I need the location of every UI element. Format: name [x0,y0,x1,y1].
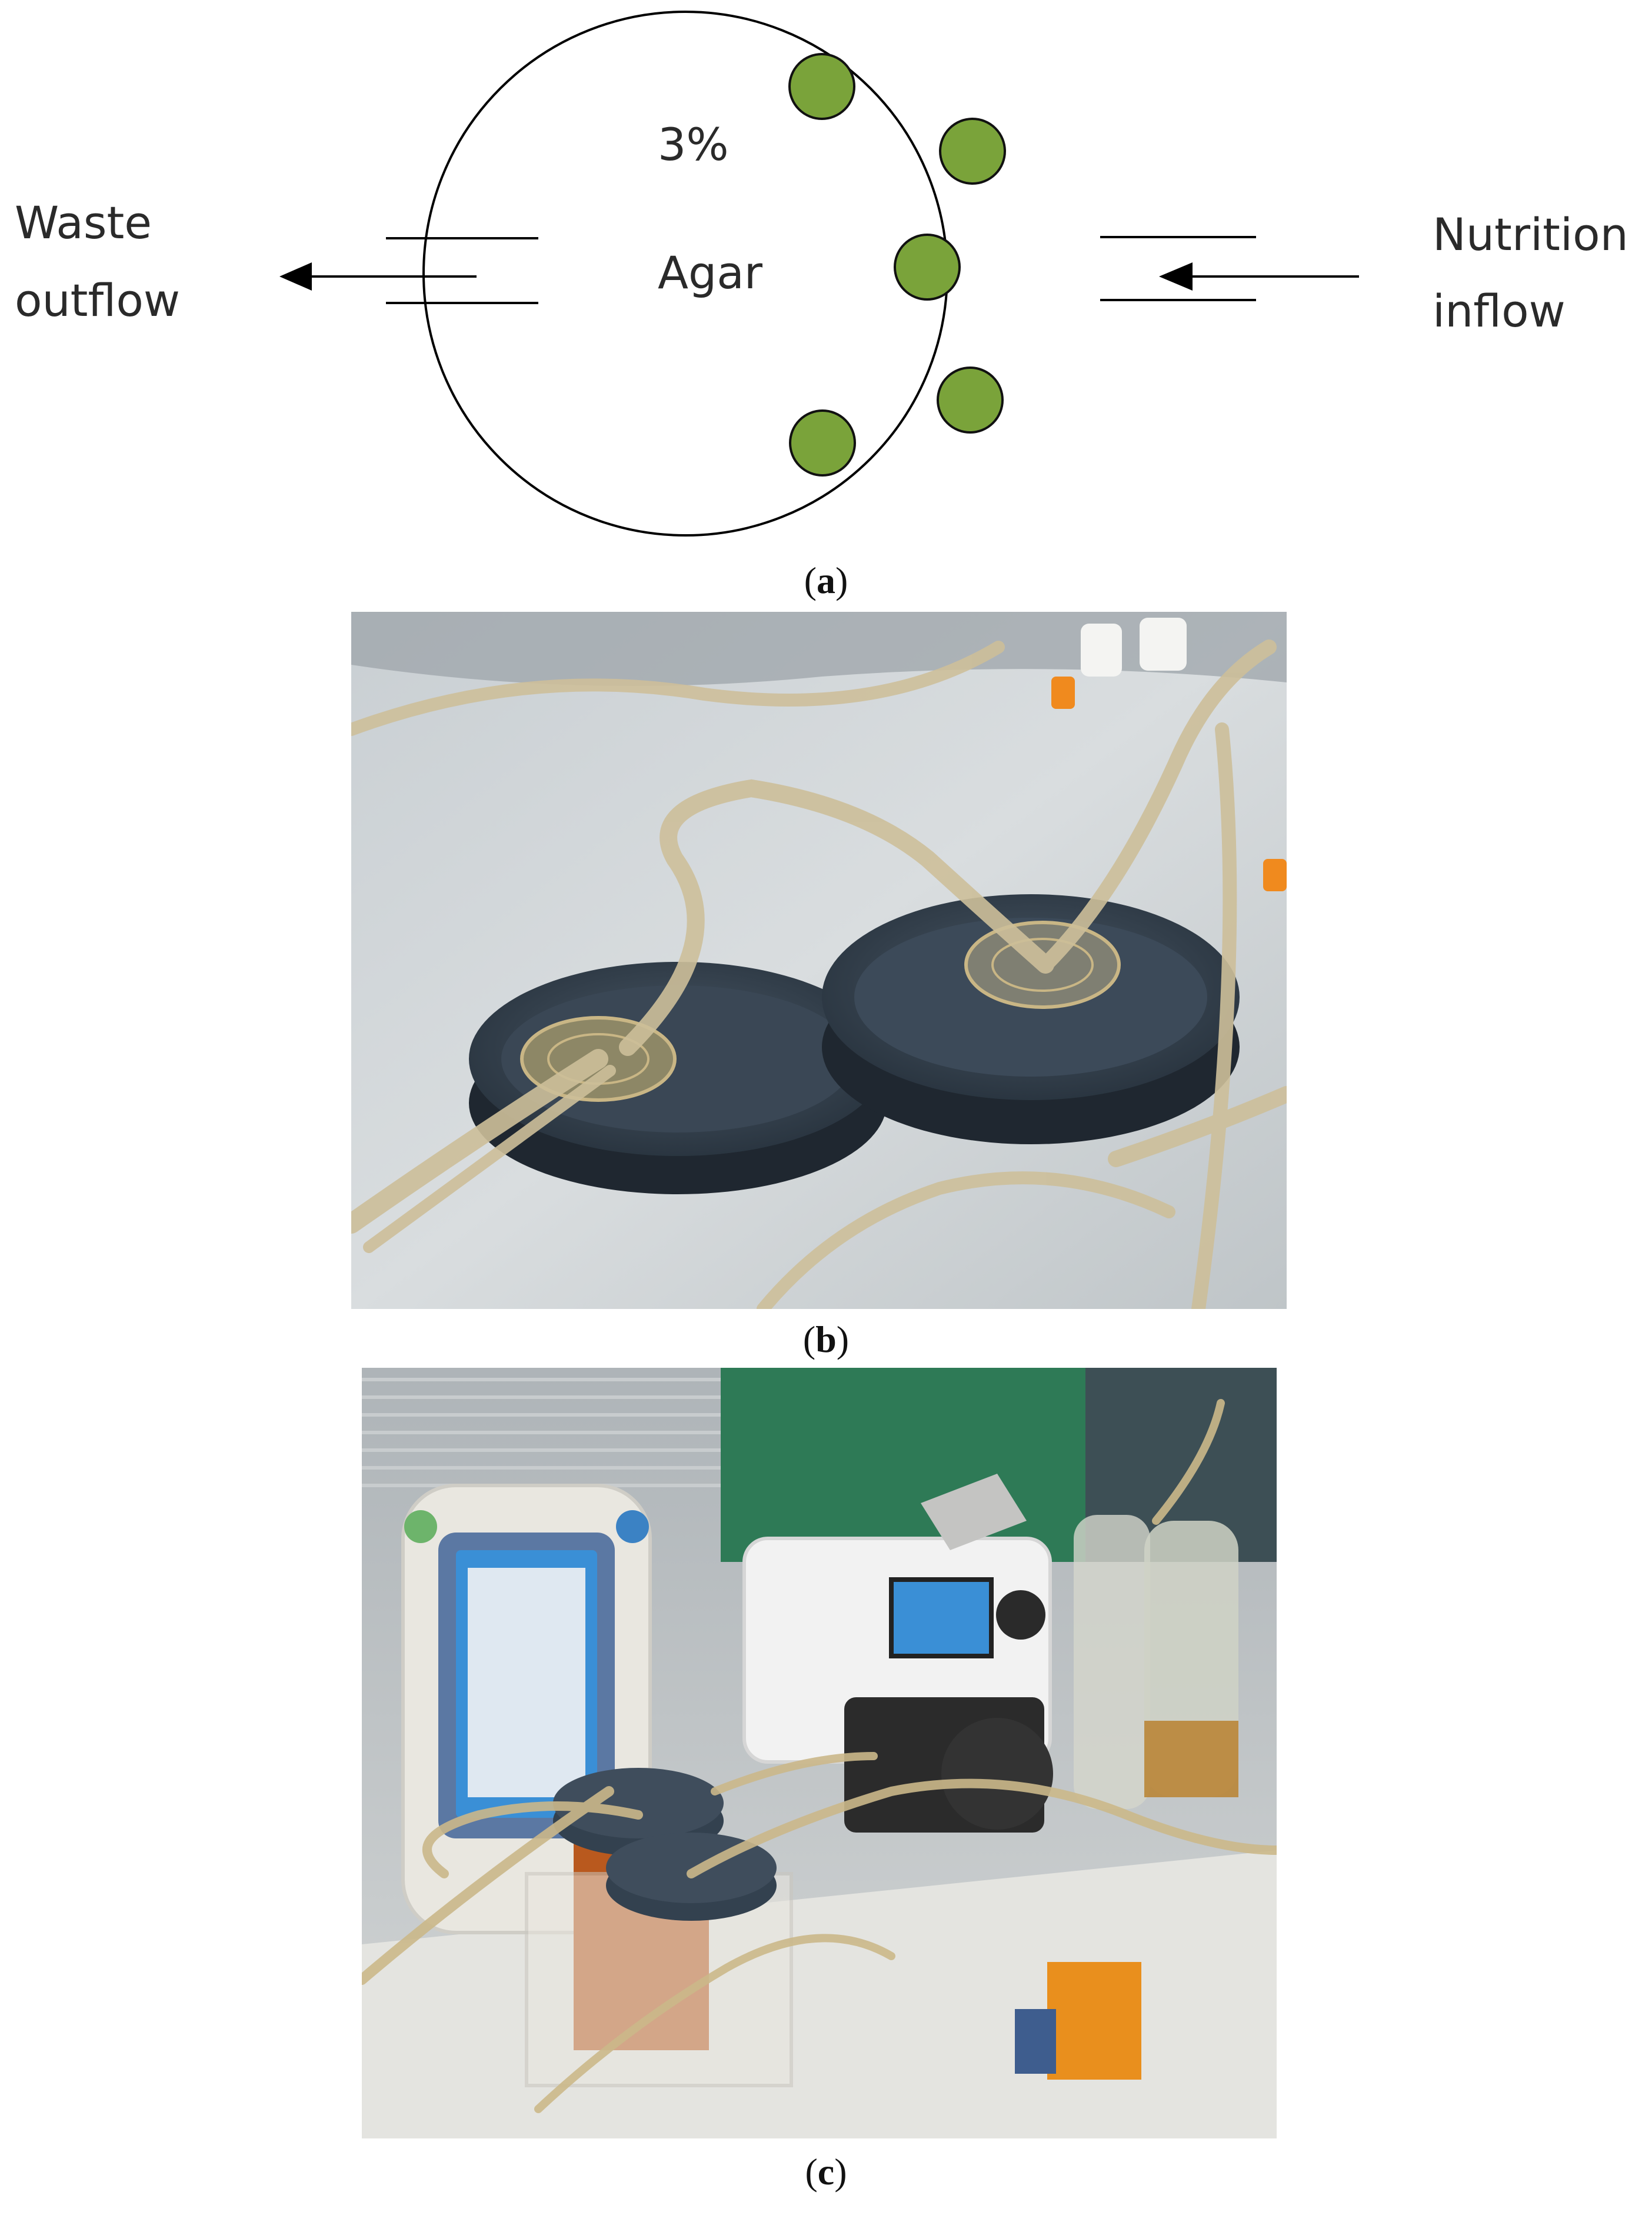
caption-c: (c) [805,2151,847,2193]
inflow-label: inflow [1433,285,1566,337]
nutrition-label: Nutrition [1433,208,1628,261]
outflow-arrow-head [279,262,312,291]
caption-c-letter: c [817,2151,835,2193]
colony-2 [939,118,1006,185]
caption-a-letter: a [817,559,835,601]
photo-b-dishes [351,612,1287,1309]
agar-label: Agar [658,246,763,299]
caption-a: (a) [804,559,848,601]
agar-dish-schematic: 3% Agar Waste outflow Nutrition inflow [15,11,1628,537]
outflow-label: outflow [15,274,180,327]
inflow-arrow-head [1159,262,1193,291]
caption-b: (b) [802,1318,850,1360]
photo-c-setup [362,1368,1277,2138]
waste-label: Waste [15,196,152,249]
colony-1 [788,53,855,120]
agar-percent-label: 3% [658,118,729,171]
colony-3 [894,234,961,301]
colony-4 [937,367,1004,434]
colony-5 [789,409,856,477]
caption-b-letter: b [815,1318,837,1360]
